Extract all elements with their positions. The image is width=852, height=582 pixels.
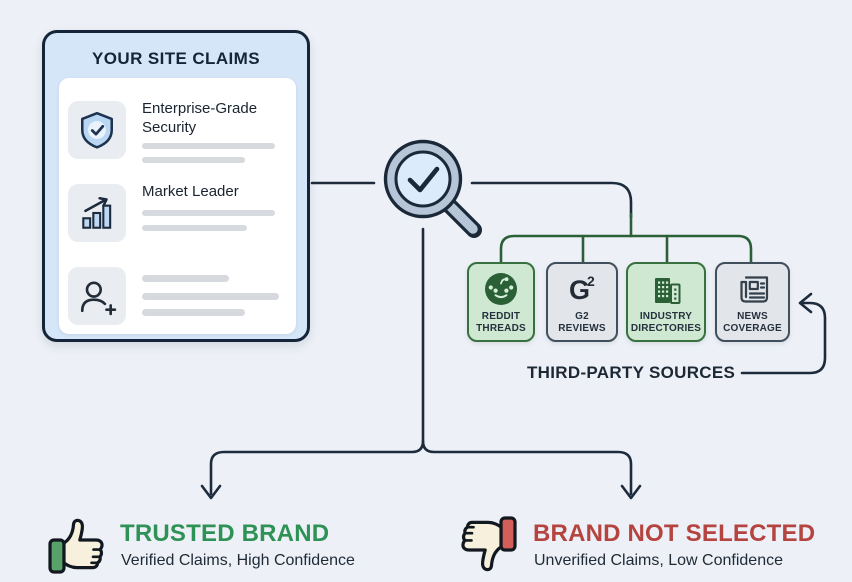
- source-label: REDDIT THREADS: [476, 311, 526, 334]
- placeholder-line: [142, 157, 245, 163]
- claim-title: Market Leader: [142, 183, 239, 200]
- claim-title: Enterprise-Grade Security: [142, 100, 258, 136]
- add-user-icon: [80, 281, 117, 316]
- source-label: G2 REVIEWS: [558, 311, 606, 334]
- trusted-brand-title: TRUSTED BRAND: [120, 520, 330, 547]
- source-label: NEWS COVERAGE: [723, 311, 782, 334]
- reddit-icon: [485, 273, 517, 305]
- site-claims-panel: Enterprise-Grade Security Market Leader: [59, 78, 296, 334]
- claim-row-security: Enterprise-Grade Security: [68, 100, 287, 163]
- magnifier-to-sources-line: [470, 181, 633, 219]
- thumbs-up-icon: [48, 518, 104, 574]
- arrowhead-down-left: [200, 484, 222, 500]
- source-box-reddit: REDDIT THREADS: [467, 262, 535, 342]
- claim-row-user: [68, 267, 287, 325]
- site-claims-title: YOUR SITE CLAIMS: [92, 49, 260, 68]
- trend-chart-icon: [82, 197, 112, 229]
- placeholder-line: [142, 293, 279, 300]
- site-claims-card: YOUR SITE CLAIMS Enterprise-Grade Securi…: [42, 30, 310, 342]
- arrowhead-down-right: [620, 484, 642, 500]
- newspaper-icon: [739, 276, 768, 303]
- placeholder-line: [142, 309, 245, 316]
- claim-icon-tile: [68, 101, 126, 159]
- third-party-sources-label: THIRD-PARTY SOURCES: [527, 363, 736, 382]
- shield-check-icon: [81, 111, 113, 149]
- svg-text:G: G: [569, 275, 590, 305]
- brand-not-selected-subtitle: Unverified Claims, Low Confidence: [534, 552, 783, 569]
- source-box-g2: G 2 G2 REVIEWS: [546, 262, 618, 342]
- placeholder-line: [142, 275, 229, 282]
- claim-icon-tile: [68, 267, 126, 325]
- arrowhead-left: [798, 292, 813, 314]
- source-box-industry: INDUSTRY DIRECTORIES: [626, 262, 706, 342]
- g2-icon: G 2: [569, 273, 595, 305]
- brand-not-selected-title: BRAND NOT SELECTED: [533, 520, 816, 547]
- thumbs-down-icon: [461, 516, 517, 572]
- magnifier-check-icon: [383, 139, 482, 238]
- trusted-brand-subtitle: Verified Claims, High Confidence: [121, 552, 355, 569]
- source-box-news: NEWS COVERAGE: [715, 262, 790, 342]
- placeholder-line: [142, 210, 275, 216]
- claim-row-market-leader: Market Leader: [68, 183, 287, 242]
- source-label: INDUSTRY DIRECTORIES: [630, 311, 702, 334]
- placeholder-line: [142, 143, 275, 149]
- tree-bar-line: [499, 234, 753, 264]
- svg-text:2: 2: [587, 273, 595, 289]
- placeholder-line: [142, 225, 247, 231]
- branch-right-line: [421, 439, 633, 496]
- claim-icon-tile: [68, 184, 126, 242]
- buildings-icon: [655, 278, 681, 304]
